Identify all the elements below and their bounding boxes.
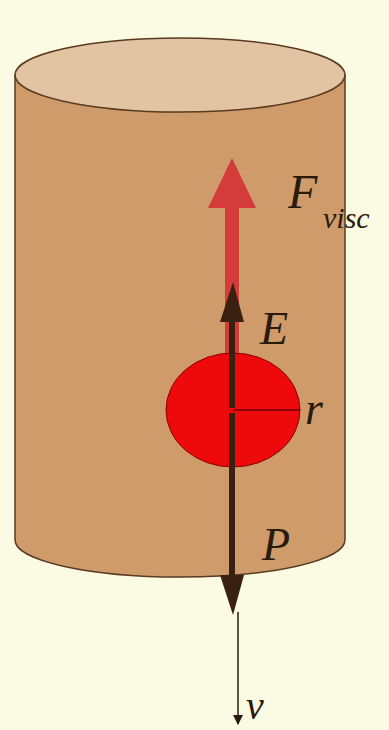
velocity-arrow [237, 612, 239, 724]
weight-arrow [229, 413, 235, 578]
force-symbol: F [288, 168, 317, 216]
cylinder-body [15, 75, 345, 577]
buoyancy-label: E [260, 306, 288, 352]
force-subscript: visc [323, 203, 370, 233]
weight-label: P [262, 522, 290, 568]
buoyancy-arrow [229, 318, 235, 408]
weight-head [220, 575, 244, 615]
buoyancy-head [220, 282, 244, 322]
velocity-label: v [246, 686, 264, 726]
viscous-force-head [208, 158, 256, 208]
radius-line [233, 409, 300, 411]
cylinder-top [15, 38, 345, 112]
radius-label: r [305, 386, 323, 432]
